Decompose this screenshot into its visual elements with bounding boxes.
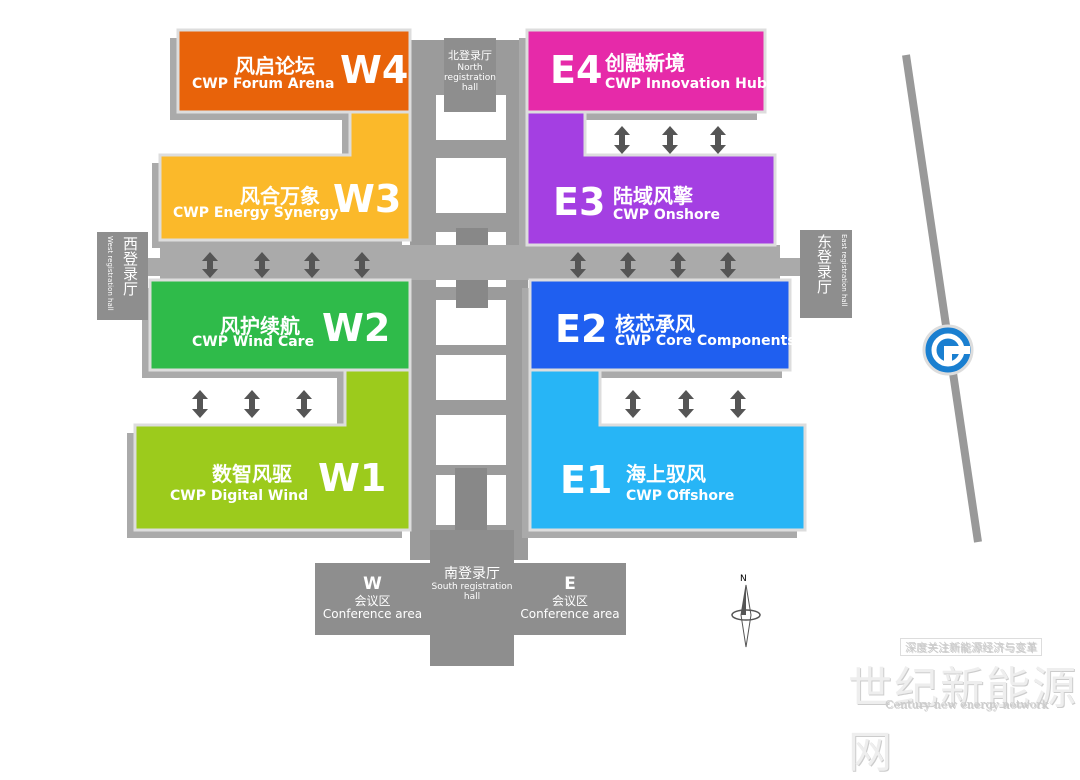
double-arrow-icon (254, 252, 270, 278)
floor-plan (97, 28, 982, 666)
hall-w3-code: W3 (333, 177, 402, 221)
hall-e4-en: CWP Innovation Hub (605, 76, 767, 92)
double-arrow-icon (730, 390, 746, 418)
hall-w1-code: W1 (318, 456, 387, 500)
hall-e4-cn: 创融新境 (605, 51, 685, 75)
north-registration-hall[interactable] (444, 38, 496, 112)
hall-w3-cn: 风合万象 (240, 184, 320, 208)
hall-e2-code: E2 (555, 307, 608, 351)
watermark-slogan: 深度关注新能源经济与变革 (900, 638, 1042, 656)
double-arrow-icon (614, 126, 630, 154)
south-registration-hall[interactable] (430, 530, 514, 666)
double-arrow-icon (296, 390, 312, 418)
double-arrow-icon (192, 390, 208, 418)
metro-line (902, 54, 982, 543)
double-arrow-icon (202, 252, 218, 278)
hall-w2-en: CWP Wind Care (192, 334, 315, 350)
hall-e3-en: CWP Onshore (613, 207, 721, 223)
hall-w1-cn: 数智风驱 (212, 462, 292, 486)
double-arrow-icon (720, 252, 736, 278)
hall-w4-en: CWP Forum Arena (192, 76, 335, 92)
west-registration-hall[interactable] (97, 232, 148, 320)
west-registration-label-en: West registration hall (106, 236, 114, 311)
compass-north-label: N (740, 574, 747, 584)
hall-e3[interactable] (525, 110, 777, 247)
west-registration-label: 西登录厅 (121, 236, 139, 296)
hall-e4[interactable] (525, 28, 767, 114)
west-conference-area[interactable] (315, 563, 430, 635)
east-registration-label: 东登录厅 (815, 234, 833, 294)
double-arrow-icon (620, 252, 636, 278)
hall-e4-code: E4 (550, 48, 603, 92)
hall-e1-en: CWP Offshore (626, 488, 735, 504)
hall-w1-en: CWP Digital Wind (170, 488, 309, 504)
double-arrow-icon (710, 126, 726, 154)
hall-e2-en: CWP Core Components (615, 333, 796, 349)
hall-w3[interactable] (158, 110, 412, 242)
hall-e3-cn: 陆域风擎 (613, 184, 693, 208)
watermark-en: Century new energy network (885, 698, 1049, 711)
hall-w2-cn: 风护续航 (220, 314, 300, 338)
double-arrow-icon (662, 126, 678, 154)
hall-w4-code: W4 (340, 48, 409, 92)
double-arrow-icon (670, 252, 686, 278)
metro-logo-icon (922, 324, 974, 376)
watermark-name: 世纪新能源网 (848, 663, 1078, 778)
east-conference-area[interactable] (514, 563, 626, 635)
double-arrow-icon (354, 252, 370, 278)
double-arrow-icon (625, 390, 641, 418)
hall-w4-cn: 风启论坛 (235, 54, 315, 78)
double-arrow-icon (678, 390, 694, 418)
double-arrow-icon (304, 252, 320, 278)
hall-w1[interactable] (133, 368, 412, 532)
passage-arrows (192, 126, 746, 418)
hall-e1-cn: 海上驭风 (626, 462, 706, 486)
hall-e3-code: E3 (553, 180, 606, 224)
east-registration-label-en: East registration hall (840, 234, 848, 307)
hall-w2-code: W2 (322, 306, 391, 350)
hall-e2[interactable] (528, 278, 792, 372)
hall-e1[interactable] (528, 368, 807, 532)
east-registration-hall[interactable] (800, 230, 852, 318)
double-arrow-icon (244, 390, 260, 418)
compass-icon (731, 584, 761, 648)
double-arrow-icon (570, 252, 586, 278)
hall-w3-en: CWP Energy Synergy (173, 205, 339, 221)
hall-e2-cn: 核芯承风 (615, 312, 695, 336)
hall-e1-code: E1 (560, 458, 613, 502)
